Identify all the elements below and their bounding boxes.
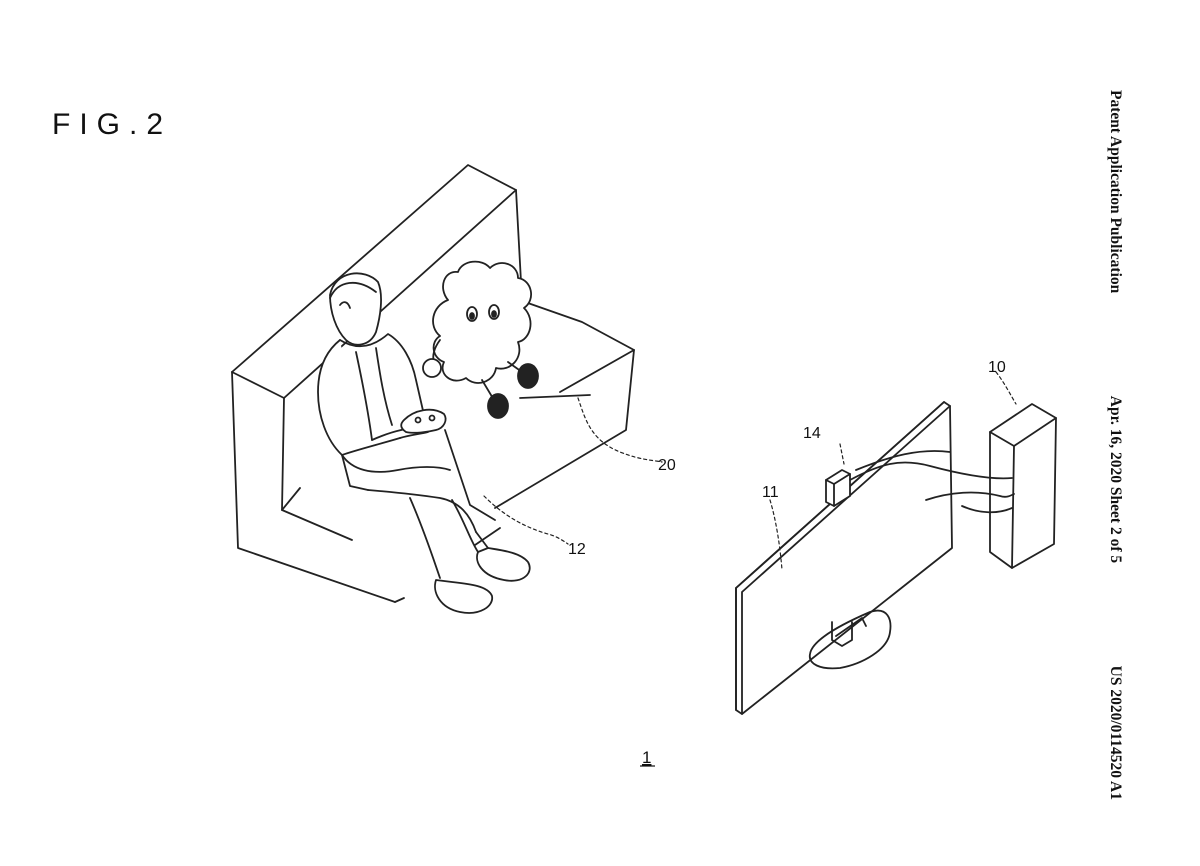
leader-lines xyxy=(483,371,1017,571)
figure-number: 1 xyxy=(642,748,651,767)
ref-14: 14 xyxy=(803,425,821,442)
cables xyxy=(849,450,1015,514)
user xyxy=(317,272,531,614)
robot xyxy=(422,260,539,419)
ref-11: 11 xyxy=(762,484,779,501)
info-processing-device xyxy=(989,403,1057,569)
leader-controller xyxy=(483,495,569,545)
ref-10: 10 xyxy=(988,359,1006,376)
leader-device xyxy=(995,371,1017,405)
ref-20: 20 xyxy=(658,457,676,474)
game-controller xyxy=(400,408,447,434)
display xyxy=(735,401,953,715)
leader-robot xyxy=(577,397,663,463)
leader-camera xyxy=(839,443,845,465)
ref-12: 12 xyxy=(568,541,586,558)
sofa xyxy=(231,164,635,603)
figure-title: FIG.2 xyxy=(52,108,173,141)
leader-display xyxy=(769,499,783,571)
camera xyxy=(825,469,851,507)
